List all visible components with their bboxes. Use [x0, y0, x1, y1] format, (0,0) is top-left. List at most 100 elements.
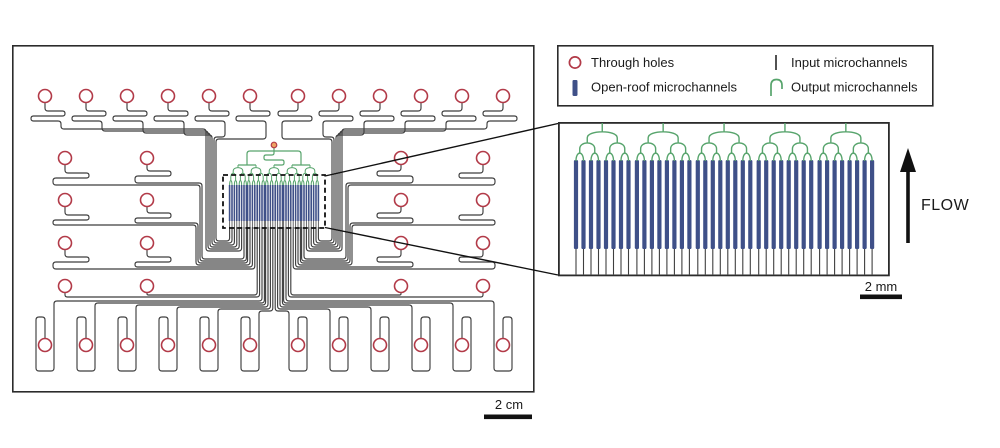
output-microchannel-tree: [575, 123, 630, 162]
open-roof-microchannel: [287, 185, 290, 221]
through-hole: [242, 337, 258, 353]
input-microchannel: [313, 102, 395, 246]
output-microchannel-tree: [818, 123, 873, 162]
open-roof-microchannel: [718, 160, 723, 249]
through-hole: [119, 337, 135, 353]
through-hole: [475, 150, 491, 166]
zoom-panel: [557, 121, 890, 277]
open-roof-microchannel: [764, 160, 769, 249]
input-microchannel: [279, 227, 390, 372]
output-microchannel-tree: [758, 123, 812, 162]
open-roof-microchannel: [573, 160, 579, 249]
output-microchannel-tree: [636, 123, 691, 162]
open-roof-microchannel: [272, 185, 274, 221]
open-roof-microchannel: [238, 185, 240, 221]
output-microchannel-tree: [301, 165, 319, 186]
through-hole: [495, 88, 511, 104]
input-microchannel: [303, 164, 414, 260]
flow-label: FLOW: [921, 197, 970, 214]
open-roof-microchannel: [245, 185, 248, 221]
input-microchannel: [112, 102, 238, 248]
open-roof-microchannel: [267, 185, 269, 221]
scale-bar-2cm: 2 cm: [484, 397, 532, 420]
open-roof-microchannel: [862, 160, 867, 249]
input-microchannel: [305, 102, 518, 252]
through-hole: [454, 88, 470, 104]
open-roof-microchannel: [687, 160, 692, 249]
output-microchannel-icon: [770, 78, 783, 96]
input-microchannel: [52, 227, 256, 270]
open-roof-microchannel: [256, 185, 258, 221]
input-microchannel: [299, 206, 414, 264]
through-hole: [475, 235, 491, 251]
open-roof-microchannel: [236, 185, 238, 221]
through-hole: [393, 278, 409, 294]
input-microchannel: [281, 227, 431, 372]
zoom-panel-outline: [557, 121, 890, 277]
input-microchannel: [301, 164, 496, 262]
through-holes: [37, 88, 511, 353]
input-microchannel: [52, 164, 247, 262]
open-roof-microchannel: [310, 185, 312, 221]
scale-bar-line: [484, 414, 532, 420]
through-hole: [290, 337, 306, 353]
open-roof-microchannel: [303, 185, 305, 221]
open-roof-microchannel: [771, 160, 776, 249]
flow-arrow: FLOW: [900, 148, 970, 243]
input-channel-network: [30, 102, 518, 372]
legend-item-through-holes: Through holes: [568, 55, 675, 70]
through-hole: [78, 337, 94, 353]
open-roof-microchannel: [725, 160, 730, 249]
open-roof-microchannel: [679, 160, 684, 249]
input-microchannel: [134, 164, 245, 260]
input-microchannel: [158, 227, 269, 372]
through-hole: [57, 192, 73, 208]
open-roof-microchannel: [299, 185, 302, 221]
through-hole: [454, 337, 470, 353]
open-roof-microchannel: [634, 160, 639, 249]
open-roof-microchannel: [581, 160, 586, 249]
open-roof-microchannel: [254, 185, 256, 221]
chip-schematic-panel: 2 cm: [12, 45, 535, 420]
input-microchannel: [117, 227, 267, 372]
input-microchannel: [199, 227, 271, 372]
through-hole: [57, 150, 73, 166]
output-manifold-serpentine: [263, 151, 285, 166]
open-roof-microchannel: [285, 185, 287, 221]
through-hole: [331, 88, 347, 104]
input-microchannel: [290, 227, 402, 296]
output-microchannel-tree: [697, 123, 751, 162]
legend-label: Open-roof microchannels: [591, 80, 737, 95]
output-microchannel-tree: [265, 165, 283, 186]
open-roof-microchannel: [281, 185, 284, 221]
through-hole: [393, 192, 409, 208]
input-microchannel: [134, 227, 253, 268]
zoom-connector-line-top: [324, 122, 559, 177]
open-roof-microchannel: [786, 160, 791, 249]
open-roof-microchannels: [573, 160, 875, 249]
open-roof-microchannel: [703, 160, 708, 249]
open-roof-microchannel: [779, 160, 784, 249]
input-microchannel: [30, 102, 243, 252]
open-roof-microchannel: [269, 185, 272, 221]
open-roof-microchannel: [243, 185, 245, 221]
input-microchannel: [283, 227, 472, 372]
legend-label: Input microchannels: [791, 55, 908, 70]
open-roof-microchannel: [664, 160, 669, 249]
open-roof-microchannel: [261, 185, 263, 221]
legend-label: Output microchannels: [791, 80, 918, 95]
through-hole: [372, 88, 388, 104]
open-roof-microchannel: [290, 185, 292, 221]
through-hole: [78, 88, 94, 104]
open-roof-microchannel: [274, 185, 276, 221]
open-roof-microchannel: [279, 185, 281, 221]
output-manifold-bus: [238, 148, 310, 166]
open-roof-microchannel-icon: [572, 80, 578, 96]
open-roof-microchannel: [317, 185, 320, 221]
legend-item-open-roof: Open-roof microchannels: [572, 80, 737, 96]
input-microchannel: [76, 227, 265, 372]
open-roof-microchannel: [695, 160, 700, 249]
through-hole: [475, 192, 491, 208]
zoom-connector-line-bottom: [324, 226, 559, 276]
scale-label-2mm: 2 mm: [865, 279, 898, 294]
